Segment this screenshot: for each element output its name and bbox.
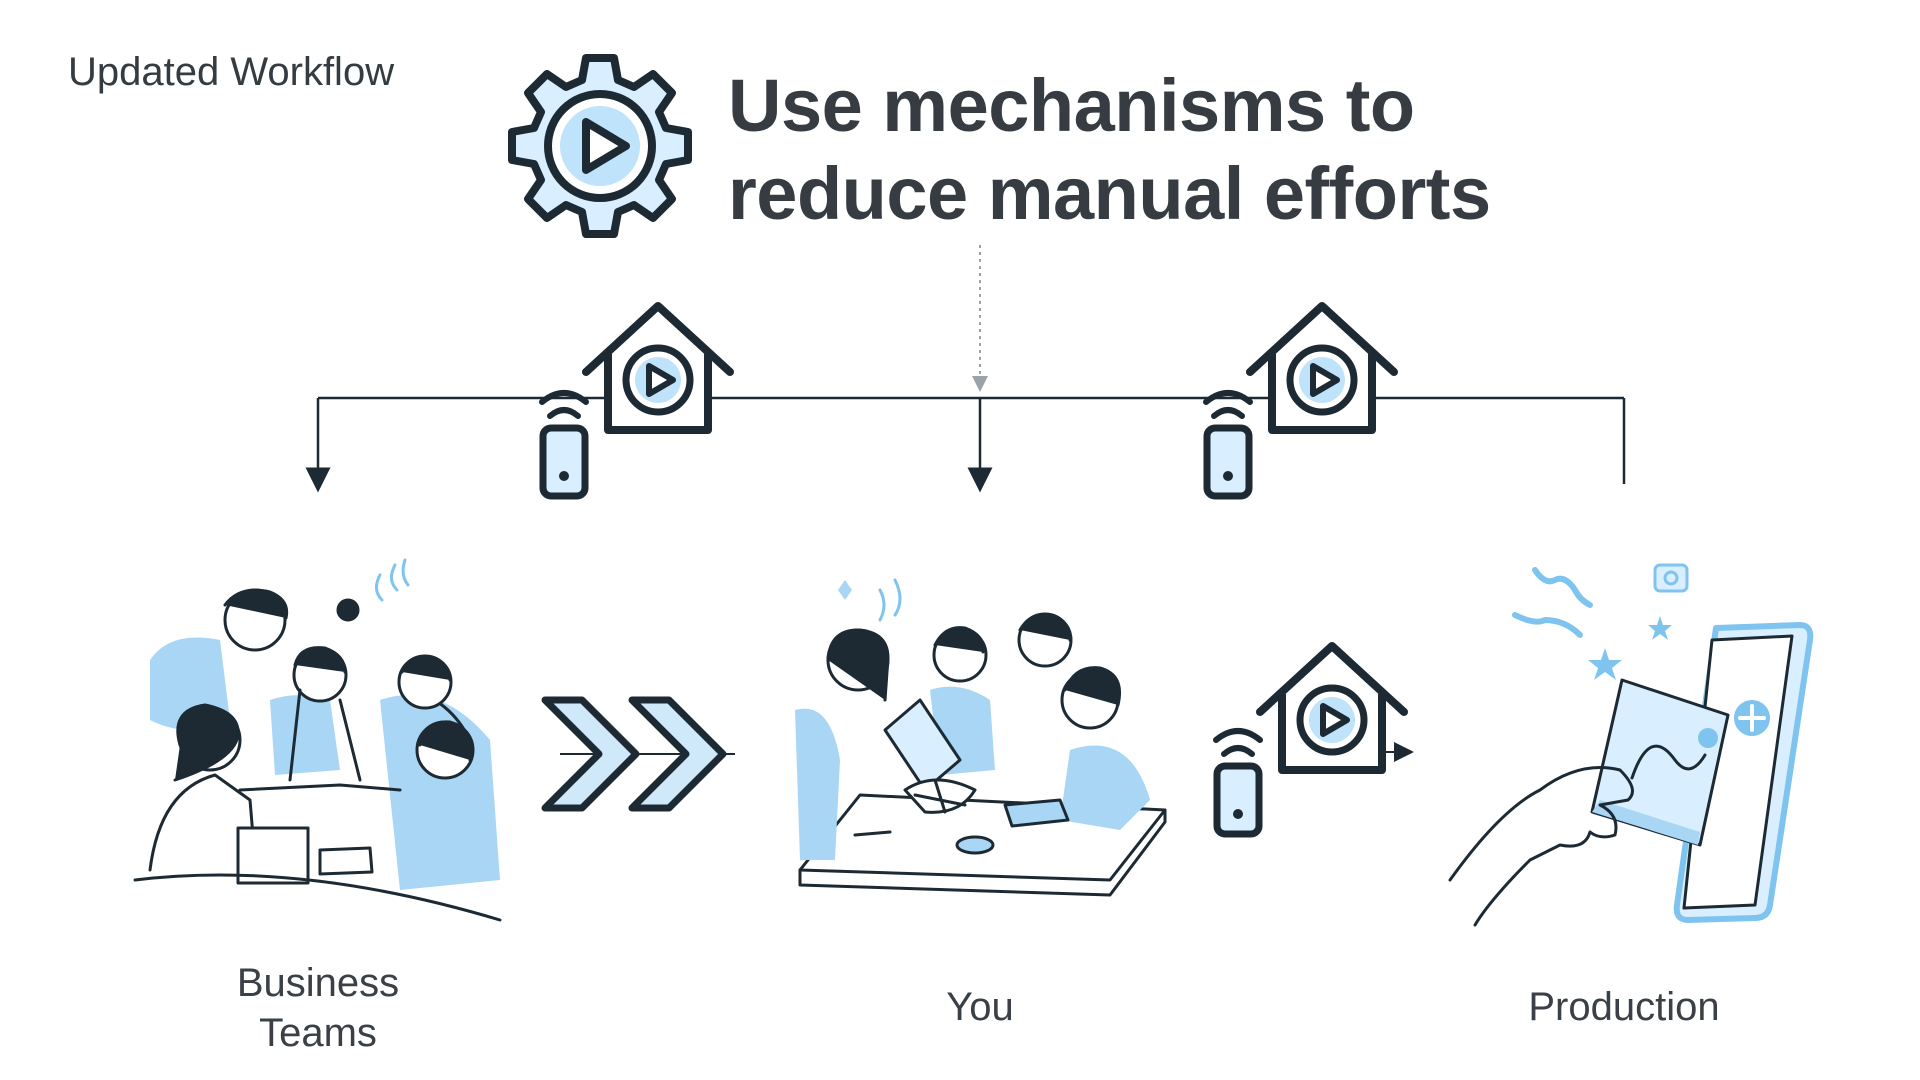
- smart-home-play-icon: [582, 302, 734, 434]
- section-label: Updated Workflow: [68, 50, 395, 94]
- stage-label-production: Production: [1528, 985, 1720, 1029]
- smartphone-remote-icon: [1203, 390, 1253, 500]
- stage-label-you: You: [946, 985, 1014, 1029]
- smart-home-play-icon: [1256, 642, 1408, 774]
- stage-label-business-line-1: Business: [236, 961, 400, 1005]
- gear-play-icon: [508, 54, 692, 238]
- headline-line-2: reduce manual efforts: [728, 152, 1491, 235]
- smartphone-remote-icon: [1213, 728, 1263, 838]
- headline-line-1: Use mechanisms to: [728, 64, 1415, 147]
- you-team-illustration: [795, 578, 1167, 897]
- business-teams-illustration: [133, 558, 502, 922]
- stage-label-business-teams: Business Teams: [218, 958, 418, 1058]
- smartphone-remote-icon: [539, 390, 589, 500]
- smart-home-play-icon: [1246, 302, 1398, 434]
- page-title: Use mechanisms to reduce manual efforts: [728, 62, 1491, 238]
- double-chevron-arrow-icon: [541, 696, 735, 812]
- stage-label-business-line-2: Teams: [259, 1011, 377, 1055]
- branch-connector: [305, 396, 1626, 493]
- production-illustration: [1448, 563, 1814, 927]
